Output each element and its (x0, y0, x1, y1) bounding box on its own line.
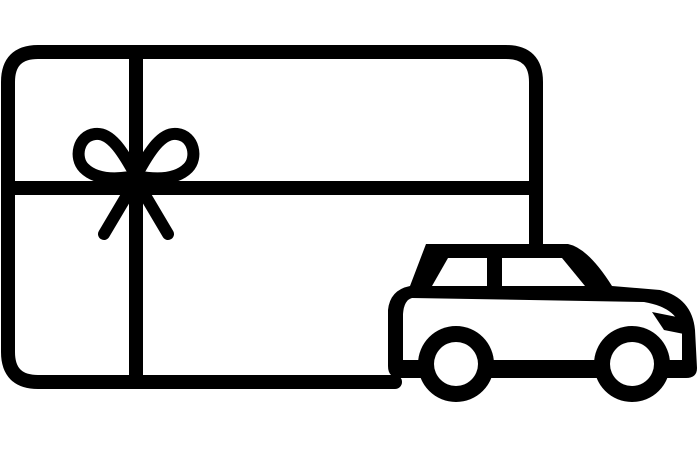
car-icon (388, 244, 697, 402)
bow-right-loop (130, 127, 200, 185)
bow-right-tail (130, 174, 174, 240)
card-outline (1, 45, 543, 389)
bow-left-tail (98, 174, 142, 240)
car-front-window (502, 258, 585, 286)
ribbon-bow-icon (72, 127, 200, 240)
car-rear-window (432, 258, 487, 286)
car-rear-wheel (418, 326, 494, 402)
car-front-wheel (594, 326, 670, 402)
bow-left-loop (72, 127, 142, 185)
car-headlight (652, 312, 684, 334)
gift-card-icon (1, 45, 543, 389)
